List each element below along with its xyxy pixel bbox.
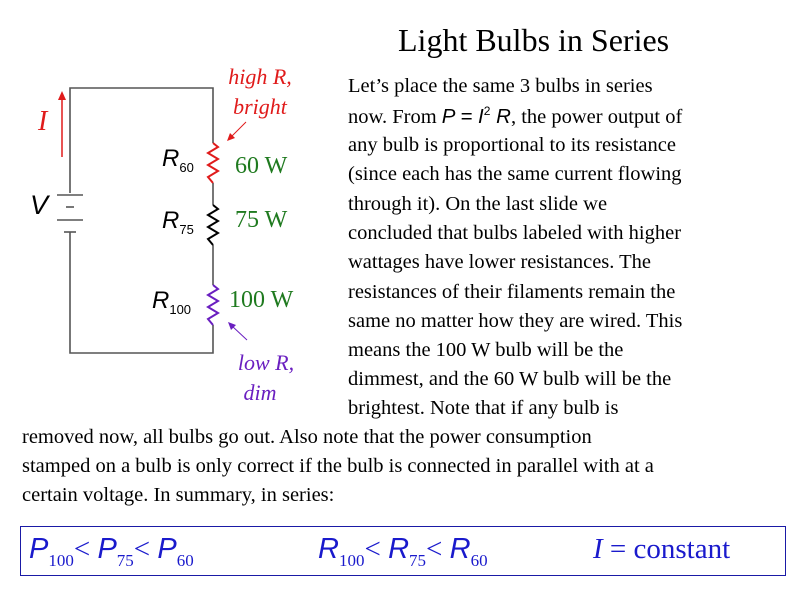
resistor-75-icon bbox=[206, 204, 220, 246]
high-r-annotation: high R,bright bbox=[228, 64, 292, 119]
current-constant: I = constant bbox=[593, 533, 731, 565]
body-line: any bulb is proportional to its resistan… bbox=[348, 134, 676, 156]
body-line: removed now, all bulbs go out. Also note… bbox=[22, 426, 592, 448]
body-line: wattages have lower resistances. The bbox=[348, 251, 652, 273]
battery-icon bbox=[57, 194, 83, 233]
summary-box: P100< P75< P60 R100< R75< R60 I = consta… bbox=[20, 526, 786, 576]
resistor-60-icon bbox=[206, 142, 220, 184]
body-line: Let’s place the same 3 bulbs in series bbox=[348, 75, 653, 97]
wattage-75: 75 W bbox=[235, 207, 288, 233]
body-line: same no matter how they are wired. This bbox=[348, 310, 683, 332]
body-line: dimmest, and the 60 W bulb will be the bbox=[348, 368, 672, 390]
wattage-100: 100 W bbox=[229, 287, 294, 313]
body-line: means the 100 W bulb will be the bbox=[348, 339, 624, 361]
low-r-annotation: low R,dim bbox=[237, 350, 295, 405]
body-line: stamped on a bulb is only correct if the… bbox=[22, 455, 654, 477]
body-line: certain voltage. In summary, in series: bbox=[22, 484, 335, 506]
body-line: concluded that bulbs labeled with higher bbox=[348, 222, 682, 244]
current-arrow-icon bbox=[58, 91, 66, 157]
resistor-100-icon bbox=[206, 284, 220, 326]
resistor-label-60: R60 bbox=[162, 145, 194, 175]
circuit-diagram bbox=[57, 87, 248, 354]
voltage-label: V bbox=[30, 190, 49, 220]
wattage-60: 60 W bbox=[235, 153, 288, 179]
resistor-label-100: R100 bbox=[152, 287, 192, 317]
current-label: I bbox=[38, 106, 48, 137]
body-line-formula: now. From P = I2 R, the power output of bbox=[348, 104, 683, 128]
circuit-wires bbox=[69, 87, 214, 354]
body-line: through it). On the last slide we bbox=[348, 193, 608, 215]
body-line: (since each has the same current flowing bbox=[348, 163, 682, 185]
low-r-arrow-icon bbox=[228, 322, 248, 341]
body-line: brightest. Note that if any bulb is bbox=[348, 397, 619, 419]
power-inequality: P100< P75< P60 bbox=[29, 533, 194, 570]
slide-title: Light Bulbs in Series bbox=[398, 22, 670, 58]
resistor-label-75: R75 bbox=[162, 207, 194, 237]
body-line: resistances of their filaments remain th… bbox=[348, 281, 676, 303]
resistance-inequality: R100< R75< R60 bbox=[318, 533, 488, 570]
high-r-arrow-icon bbox=[227, 121, 247, 141]
